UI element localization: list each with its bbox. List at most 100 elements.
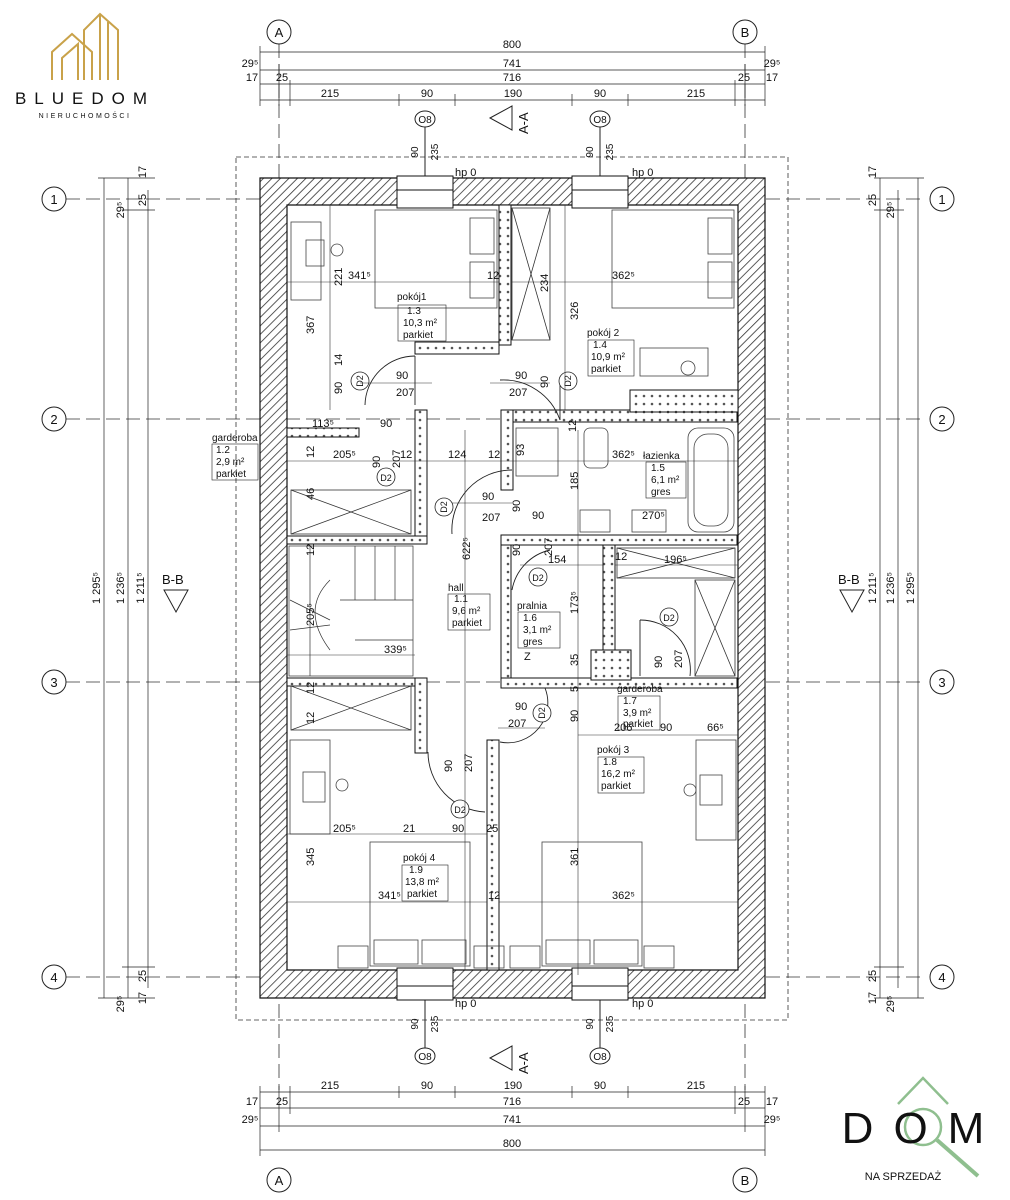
dim-win-235-3: 235	[430, 1015, 441, 1032]
axis-4-left: 4	[50, 970, 57, 985]
inner-dimension-lines	[287, 205, 738, 975]
dim-206: 206	[614, 722, 632, 734]
sink-2	[631, 509, 667, 533]
dim-21: 21	[403, 823, 415, 835]
dim-top-17-l: 17	[246, 72, 258, 84]
dim-2705: 270⁵	[642, 510, 665, 522]
section-aa-top: A-A	[516, 112, 531, 134]
dim-side-25-br: 25	[867, 970, 879, 982]
window-tag-o8-3: O8	[418, 1052, 432, 1063]
room-pralnia-area: 3,1 m²	[523, 625, 552, 636]
dim-2055-r4: 205⁵	[333, 823, 356, 835]
section-aa-bottom: A-A	[516, 1052, 531, 1074]
dim-1735: 173⁵	[569, 591, 581, 614]
room-pokoj2-area: 10,9 m²	[591, 352, 626, 363]
room-garderoba2-area: 3,9 m²	[623, 708, 652, 719]
bathtub-icon	[687, 427, 735, 533]
dim-12-h: 12	[488, 449, 500, 461]
room-pralnia-num: 1.6	[523, 613, 537, 624]
room-pralnia-floor: gres	[523, 637, 542, 648]
dim-12-s3: 12	[305, 712, 317, 724]
room-pokoj1-name: pokój1	[397, 292, 427, 303]
dim-win-90-3: 90	[410, 1018, 421, 1030]
dim-14: 14	[333, 354, 345, 366]
dim-90-d4: 90	[482, 491, 494, 503]
room-hall-floor: parkiet	[452, 618, 482, 629]
dim-2055-g: 205⁵	[333, 449, 356, 461]
dim-side-1236-l: 1 236⁵	[115, 572, 127, 604]
door-d2-6: D2	[663, 613, 675, 623]
room-pokoj3-name: pokój 3	[597, 745, 630, 756]
room-garderoba1-num: 1.2	[216, 445, 230, 456]
dim-90-g1: 90	[380, 418, 392, 430]
room-hall-name: hall	[448, 583, 464, 594]
section-bb-right: B-B	[838, 572, 860, 587]
room-garderoba1-area: 2,9 m²	[216, 457, 245, 468]
dim-12-g: 12	[305, 446, 317, 458]
bed-room2	[611, 209, 735, 309]
window-tag-o8-4: O8	[593, 1052, 607, 1063]
dim-top-800: 800	[503, 39, 521, 51]
room-pokoj4-num: 1.9	[409, 865, 423, 876]
dim-side-17-bl: 17	[137, 992, 149, 1004]
hp-label-3: hp 0	[455, 998, 476, 1010]
dim-35: 35	[569, 654, 581, 666]
room-lazienka-area: 6,1 m²	[651, 475, 680, 486]
dim-326: 326	[569, 302, 581, 320]
dim-top-295-r: 29⁵	[764, 58, 781, 70]
dim-25-r4: 25	[486, 823, 498, 835]
dim-207-d8: 207	[463, 754, 475, 772]
room-pokoj4-area: 13,8 m²	[405, 877, 440, 888]
window-tag-o8-1: O8	[418, 115, 432, 126]
room-pokoj3-num: 1.8	[603, 757, 617, 768]
dom-tagline: NA SPRZEDAŻ	[865, 1170, 942, 1183]
dim-6225: 622⁵	[461, 537, 473, 560]
dim-90-g2: 90	[371, 456, 383, 468]
room-pokoj3-floor: parkiet	[601, 781, 631, 792]
dim-90-d1: 90	[396, 370, 408, 382]
room-garderoba2-floor: parkiet	[623, 719, 653, 730]
axis-1-left: 1	[50, 192, 57, 207]
dim-90-r1: 90	[333, 382, 345, 394]
dim-top-295-l: 29⁵	[242, 58, 259, 70]
bottom-dimensions	[259, 1086, 766, 1156]
hp-label-1: hp 0	[455, 167, 476, 179]
dim-3625-top: 362⁵	[612, 270, 635, 282]
dim-bot-seg-1: 215	[321, 1080, 339, 1092]
dim-side-1211-r: 1 211⁵	[867, 572, 879, 603]
dim-side-1295-l: 1 295⁵	[91, 572, 103, 604]
dim-top-seg-5: 215	[687, 88, 705, 100]
room-hall-area: 9,6 m²	[452, 606, 481, 617]
dim-12-top-a: 12	[487, 270, 499, 282]
dim-90-d4b: 90	[511, 500, 523, 512]
dim-345: 345	[305, 848, 317, 866]
bed-room4	[369, 841, 471, 967]
dim-5: 5	[569, 686, 581, 692]
dim-side-1295-r: 1 295⁵	[905, 572, 917, 604]
dim-bot-17-r: 17	[766, 1096, 778, 1108]
door-d2-3: D2	[380, 473, 392, 483]
sink-1	[579, 509, 611, 533]
dim-win-90-4: 90	[585, 1018, 596, 1030]
dim-3415-b: 341⁵	[378, 890, 401, 902]
axis-4-right: 4	[938, 970, 945, 985]
dim-12-p: 12	[615, 551, 627, 563]
bluedom-logo: BLUEDOM NIERUCHOMOŚCI	[15, 12, 147, 120]
dim-207-d7: 207	[508, 718, 526, 730]
dom-na-sprzedaz-logo: DOM NA SPRZEDAŻ	[842, 1076, 984, 1183]
room-lazienka-floor: gres	[651, 487, 670, 498]
dim-bot-295-r: 29⁵	[764, 1114, 781, 1126]
section-bb-left: B-B	[162, 572, 184, 587]
axis-3-left: 3	[50, 675, 57, 690]
dim-93: 93	[515, 444, 527, 456]
dim-154: 154	[548, 554, 566, 566]
door-d2-7: D2	[537, 707, 547, 719]
door-tags	[350, 371, 679, 819]
dim-207-d4: 207	[482, 512, 500, 524]
door-d2-4: D2	[439, 501, 449, 513]
dim-12-s: 12	[305, 544, 317, 556]
dim-side-1236-r: 1 236⁵	[885, 572, 897, 604]
dim-bot-295-l: 29⁵	[242, 1114, 259, 1126]
door-d2-8: D2	[454, 805, 466, 815]
furniture	[289, 209, 737, 969]
